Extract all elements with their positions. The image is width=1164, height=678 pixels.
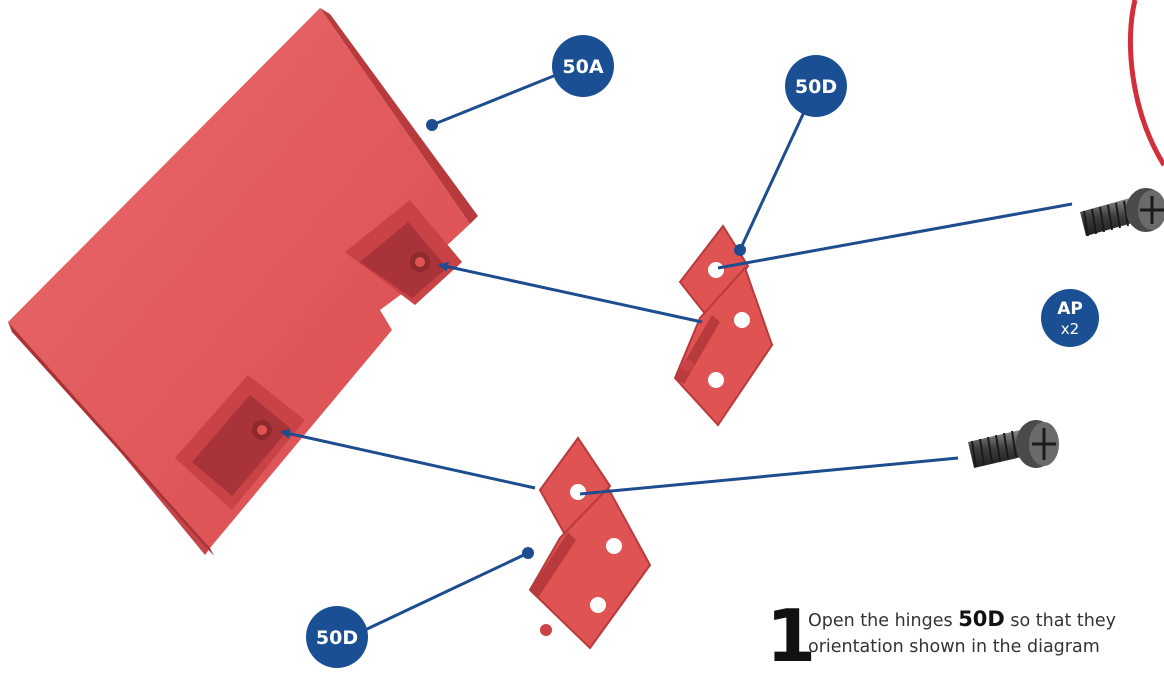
leader-50a	[431, 73, 557, 127]
instruction-line-2: orientation shown in the diagram	[808, 637, 1100, 657]
instruction-part-code: 50D	[958, 607, 1005, 631]
badge-50d-bottom-label: 50D	[316, 627, 358, 649]
hinge-50d-bottom	[528, 436, 652, 650]
badge-50a-label: 50A	[562, 56, 603, 78]
leader-dot-50a	[426, 119, 438, 131]
instruction-line-1-start: Open the hinges	[808, 611, 959, 631]
arrow-hinge-to-upper-mount	[438, 261, 703, 324]
leader-50d-bottom	[364, 551, 529, 632]
arrow-hinge-to-lower-mount	[280, 428, 536, 490]
step-number: 1	[766, 594, 817, 678]
screw-path-top	[717, 202, 1073, 270]
instruction-line-1: Open the hinges 50D so that they	[808, 606, 1116, 634]
badge-50a: 50A	[552, 35, 614, 97]
badge-50d-top-label: 50D	[795, 76, 837, 98]
leader-50d-top	[738, 109, 807, 251]
screw-ap-bottom	[968, 420, 1059, 468]
badge-ap: AP x2	[1041, 289, 1099, 347]
accent-circle	[1127, 0, 1164, 167]
screw-ap-top	[1080, 188, 1164, 237]
leader-dot-50d-top	[734, 244, 746, 256]
hinge-50d-top	[673, 224, 774, 427]
screw-path-bottom	[579, 456, 959, 496]
instruction-line-1-end: so that they	[1004, 611, 1116, 631]
badge-50d-bottom: 50D	[306, 606, 368, 668]
panel-50a	[8, 8, 478, 556]
badge-ap-code: AP	[1057, 299, 1083, 319]
badge-ap-qty: x2	[1061, 320, 1079, 338]
leader-dot-50d-bottom	[522, 547, 534, 559]
badge-50d-top: 50D	[785, 55, 847, 117]
instruction-text: Open the hinges 50D so that they orienta…	[808, 606, 1116, 660]
